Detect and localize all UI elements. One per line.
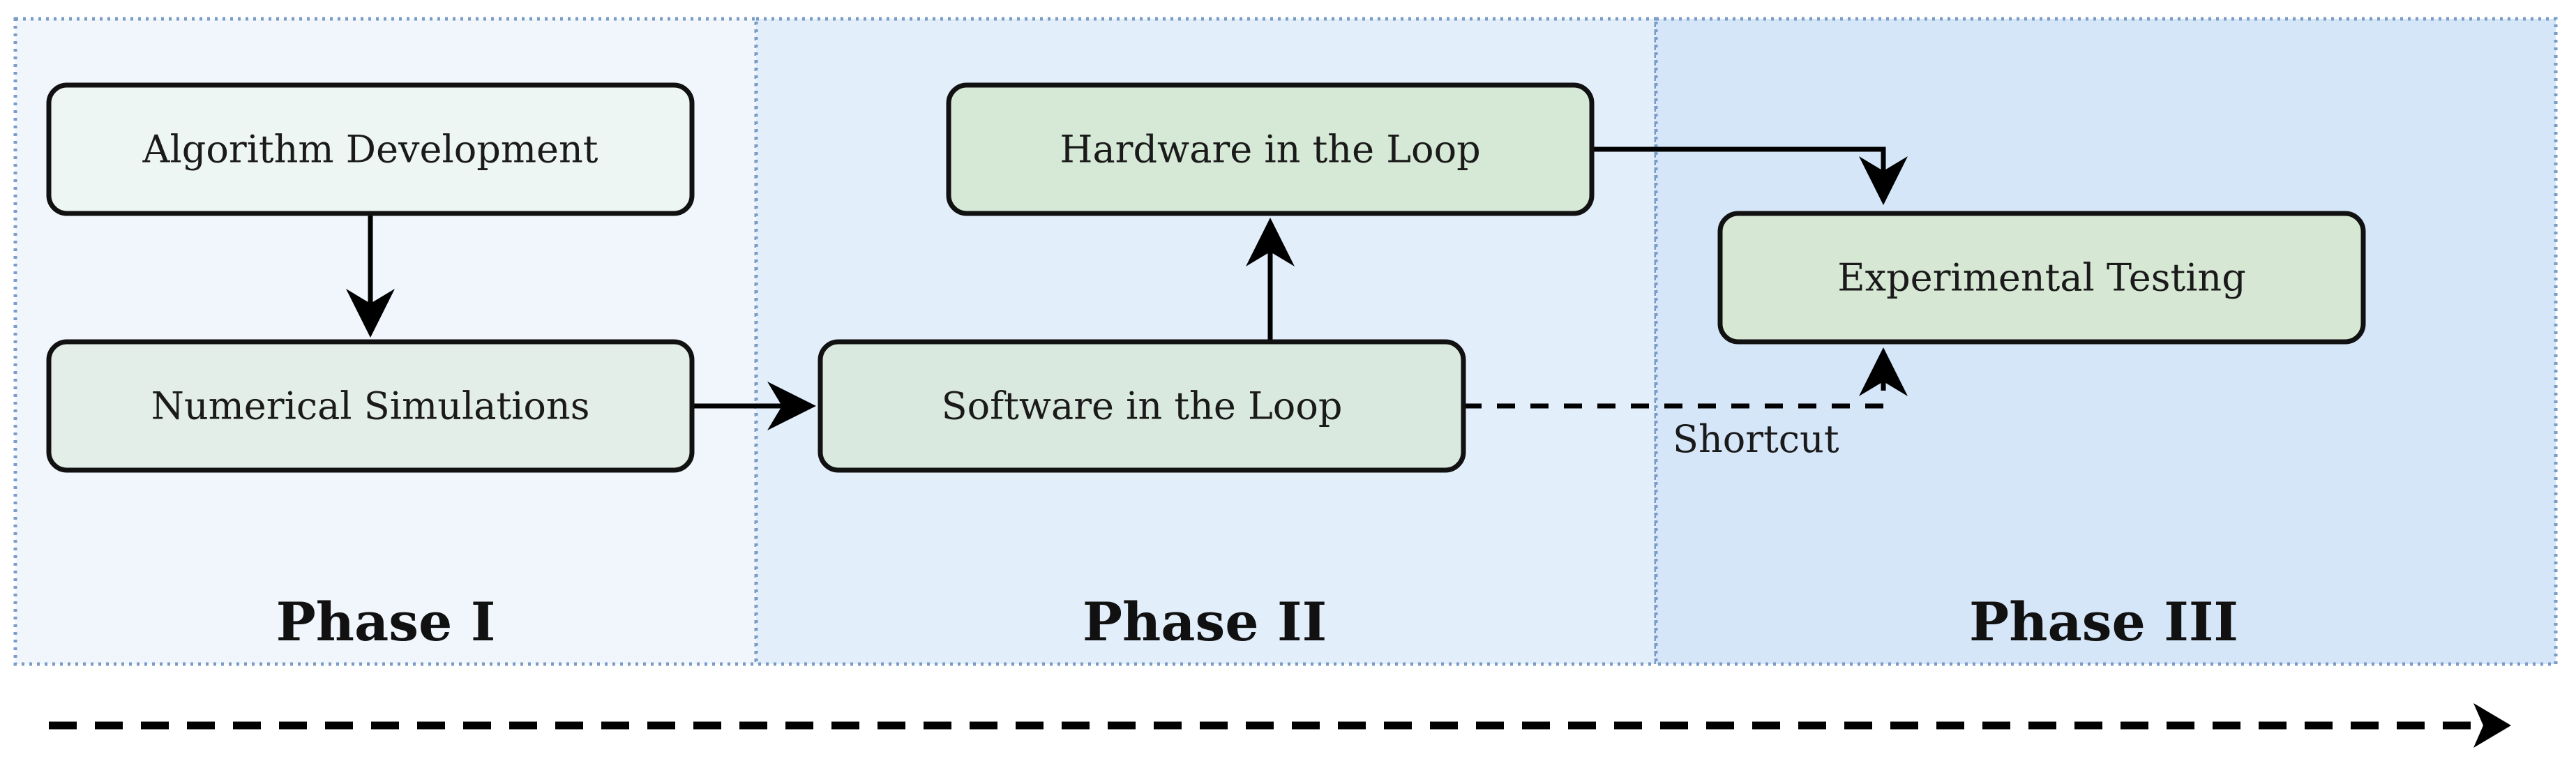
- experimental-testing-box: [1717, 211, 2366, 345]
- phase-3-label: Phase III: [1969, 591, 2238, 653]
- edge-shortcut-software-to-experimental: [1463, 347, 1908, 409]
- phase-1-label: Phase I: [276, 591, 496, 653]
- timeline-arrowhead: [2473, 703, 2511, 748]
- hardware-in-the-loop-label: Hardware in the Loop: [1060, 128, 1480, 172]
- node-software-in-the-loop: Software in the Loop: [818, 339, 1466, 473]
- software-in-the-loop-label: Software in the Loop: [942, 384, 1343, 428]
- node-hardware-in-the-loop: Hardware in the Loop: [946, 82, 1595, 216]
- node-algorithm-development: Algorithm Development: [46, 82, 695, 216]
- shortcut-label: Shortcut: [1673, 417, 1839, 461]
- algorithm-development-box: [46, 82, 695, 216]
- node-numerical-simulations: Numerical Simulations: [46, 339, 695, 473]
- numerical-simulations-box: [46, 339, 695, 473]
- algorithm-development-label: Algorithm Development: [142, 128, 598, 172]
- edge-hardware-to-experimental: [1592, 146, 1908, 205]
- software-in-the-loop-box: [818, 339, 1466, 473]
- node-experimental-testing: Experimental Testing: [1717, 211, 2366, 345]
- hardware-in-the-loop-box: [946, 82, 1595, 216]
- experimental-testing-label: Experimental Testing: [1837, 256, 2246, 300]
- numerical-simulations-label: Numerical Simulations: [151, 384, 590, 428]
- phase-2-label: Phase II: [1083, 591, 1327, 653]
